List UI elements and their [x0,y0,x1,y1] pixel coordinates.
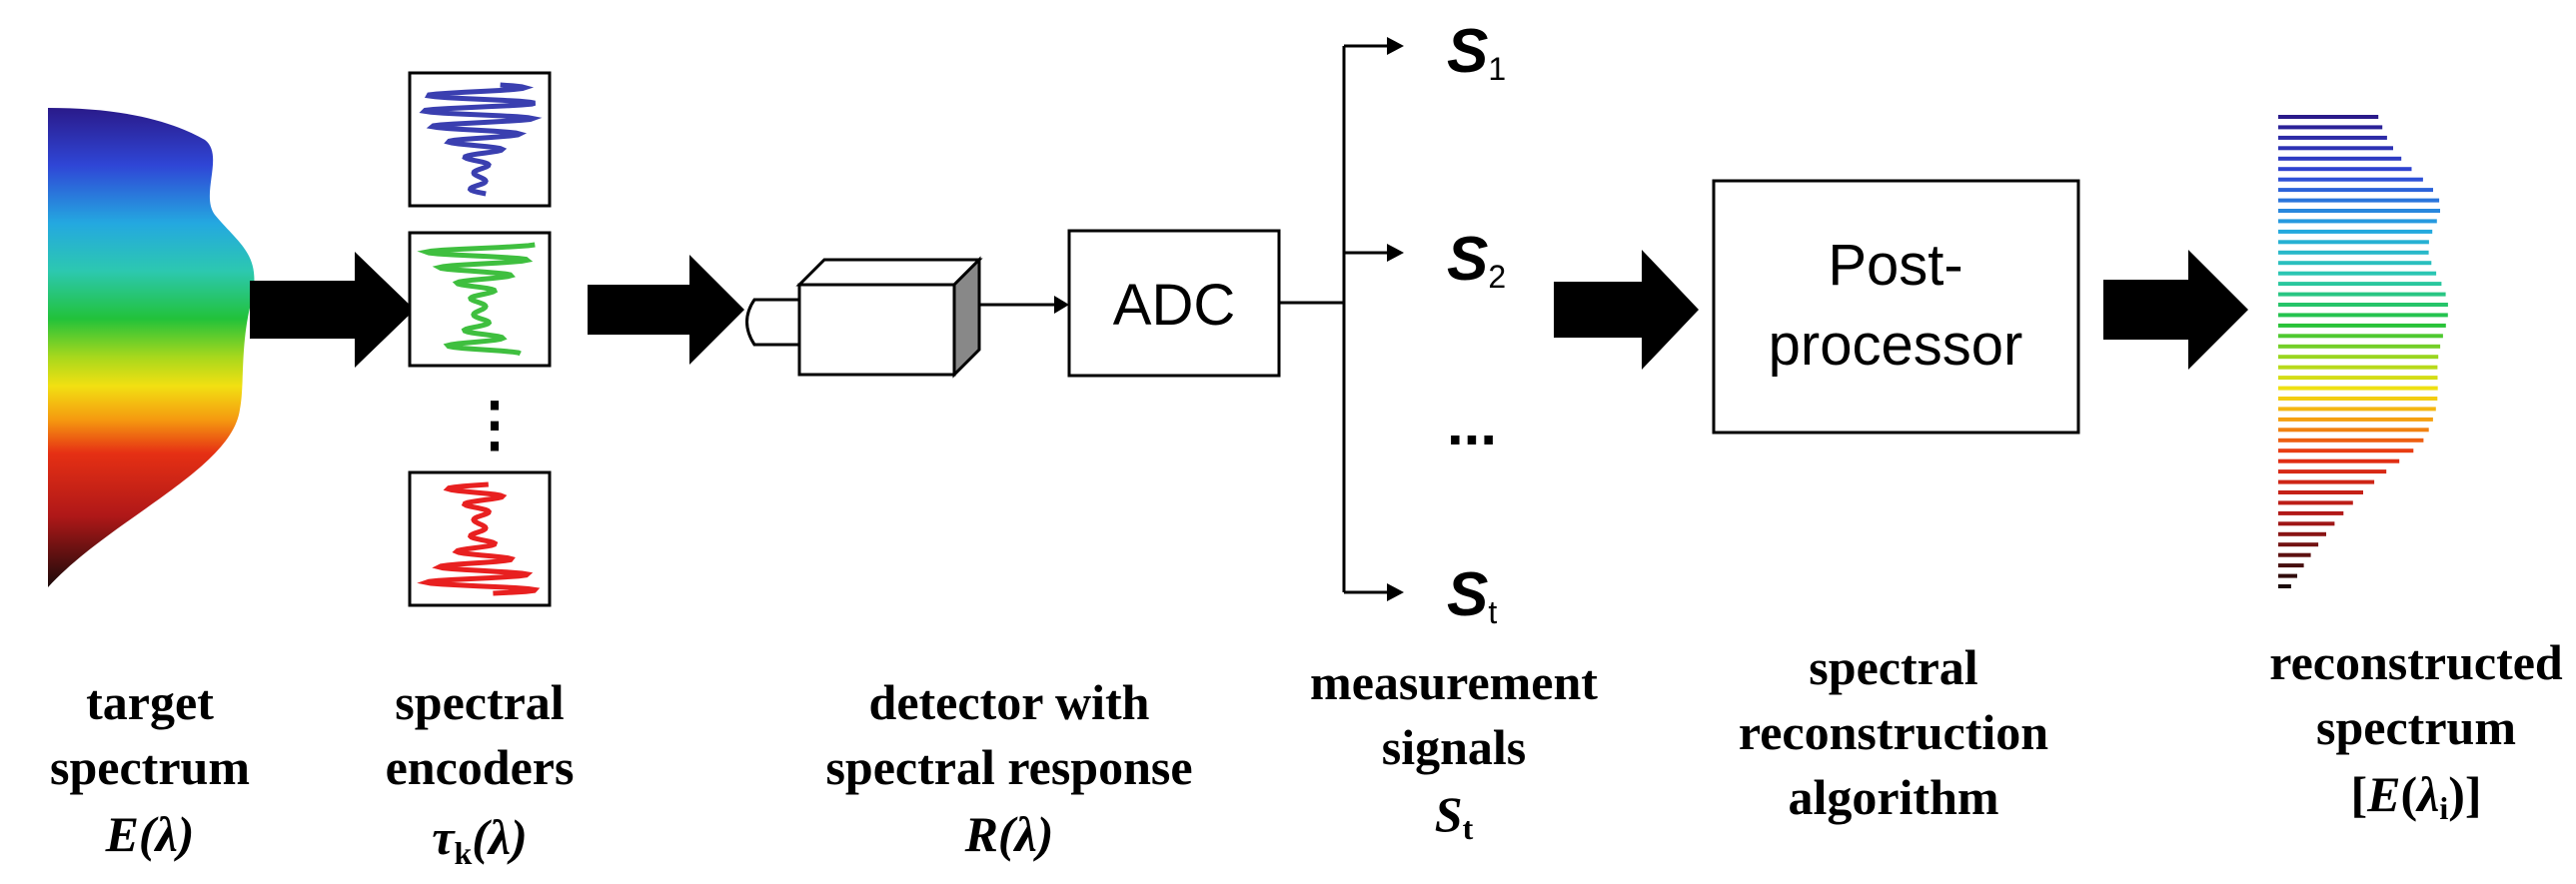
recon-bar [2278,458,2400,463]
recon-bar [2278,156,2402,161]
recon-bar [2278,219,2437,224]
recon-bar [2278,240,2429,245]
flow-arrow-1 [250,252,415,368]
recon-bar [2278,428,2429,433]
postprocessor-box [1712,179,2080,435]
caption-algorithm: spectral reconstruction algorithm [1739,639,2048,825]
svg-text:spectral: spectral [1809,639,1977,695]
svg-text:spectrum: spectrum [50,739,250,795]
recon-bar [2278,490,2363,494]
svg-text:τk(λ): τk(λ) [432,809,528,871]
recon-bar [2278,250,2429,255]
recon-bar [2278,323,2446,328]
recon-bar [2278,355,2439,360]
recon-bar [2278,376,2438,381]
recon-bar [2278,552,2311,557]
encoder-box-2 [408,231,552,368]
recon-bar [2278,438,2424,442]
caption-target: target spectrum E(λ) [50,674,250,862]
recon-bar [2278,125,2383,130]
recon-bar [2278,198,2440,203]
signal-label-3: St [1447,560,1497,630]
encoder-box-3 [408,470,552,607]
recon-bar [2278,386,2438,391]
recon-bar [2278,115,2379,119]
postprocessor-label-line2: processor [1769,313,2023,378]
signal-ellipsis: ... [1447,391,1497,457]
recon-bar [2278,573,2297,578]
encoder-curve-2 [417,242,536,357]
recon-bar [2278,469,2387,474]
signal-label-1: S1 [1447,17,1506,87]
recon-bar [2278,261,2432,266]
svg-text:[E(λi)]: [E(λi)] [2350,766,2481,826]
recon-bar [2278,209,2440,213]
target-spectrum-shape [48,108,255,587]
flow-arrow-2 [588,255,744,365]
svg-text:encoders: encoders [386,739,575,795]
recon-bar [2278,479,2375,484]
recon-bar [2278,167,2412,172]
detector-to-adc-arrowhead [1054,296,1069,314]
recon-bar [2278,584,2291,588]
svg-text:detector with: detector with [869,674,1150,730]
flow-arrow-4 [2103,250,2248,370]
recon-bar [2278,292,2446,297]
svg-text:reconstructed: reconstructed [2269,634,2563,690]
encoder-curve-3 [417,481,541,596]
svg-text:spectral response: spectral response [825,739,1192,795]
recon-bar [2278,448,2414,453]
signal-label-2: S2 [1447,225,1506,295]
svg-text:spectral: spectral [395,674,564,730]
signal-branch [1279,44,1389,594]
recon-bar [2278,313,2448,318]
detector-camera-icon [745,256,983,379]
recon-bar [2278,146,2393,151]
svg-text:measurement: measurement [1310,654,1598,710]
svg-text:R(λ): R(λ) [964,806,1054,862]
recon-bar [2278,188,2433,193]
adc-box [1067,229,1281,378]
reconstructed-spectrum-bars [2278,115,2448,588]
svg-text:St: St [1435,786,1474,846]
recon-bar [2278,282,2442,287]
recon-bar [2278,531,2326,536]
recon-bar [2278,334,2443,339]
svg-text:reconstruction: reconstruction [1739,704,2048,760]
recon-bar [2278,521,2335,526]
caption-measurement: measurement signals St [1310,654,1598,846]
branch-arrowhead-1 [1387,37,1404,55]
recon-bar [2278,177,2423,182]
branch-arrowhead-3 [1387,583,1404,601]
caption-reconstructed: reconstructed spectrum [E(λi)] [2269,634,2563,826]
recon-bar [2278,344,2441,349]
recon-bar [2278,397,2438,401]
recon-bar [2278,303,2448,307]
encoder-ellipsis: ⋮ [465,391,525,457]
flow-arrow-3 [1554,250,1699,370]
recon-bar [2278,510,2344,515]
svg-text:E(λ): E(λ) [105,806,195,862]
encoder-box-1 [408,71,552,208]
recon-bar [2278,563,2304,568]
recon-bar [2278,271,2437,276]
recon-bar [2278,407,2436,412]
svg-text:spectrum: spectrum [2316,699,2516,755]
recon-bar [2278,229,2433,234]
recon-bar [2278,417,2433,422]
recon-bar [2278,542,2319,547]
svg-text:algorithm: algorithm [1788,769,1998,825]
branch-arrowhead-2 [1387,244,1404,262]
recon-bar [2278,365,2438,370]
encoder-curve-1 [419,82,543,197]
caption-detector: detector with spectral response R(λ) [825,674,1192,862]
postprocessor-label-line1: Post- [1828,233,1962,298]
svg-text:target: target [86,674,214,730]
adc-label: ADC [1113,273,1235,338]
svg-text:signals: signals [1382,719,1527,775]
recon-bar [2278,500,2353,505]
caption-encoders: spectral encoders τk(λ) [386,674,575,871]
recon-bar [2278,135,2387,140]
